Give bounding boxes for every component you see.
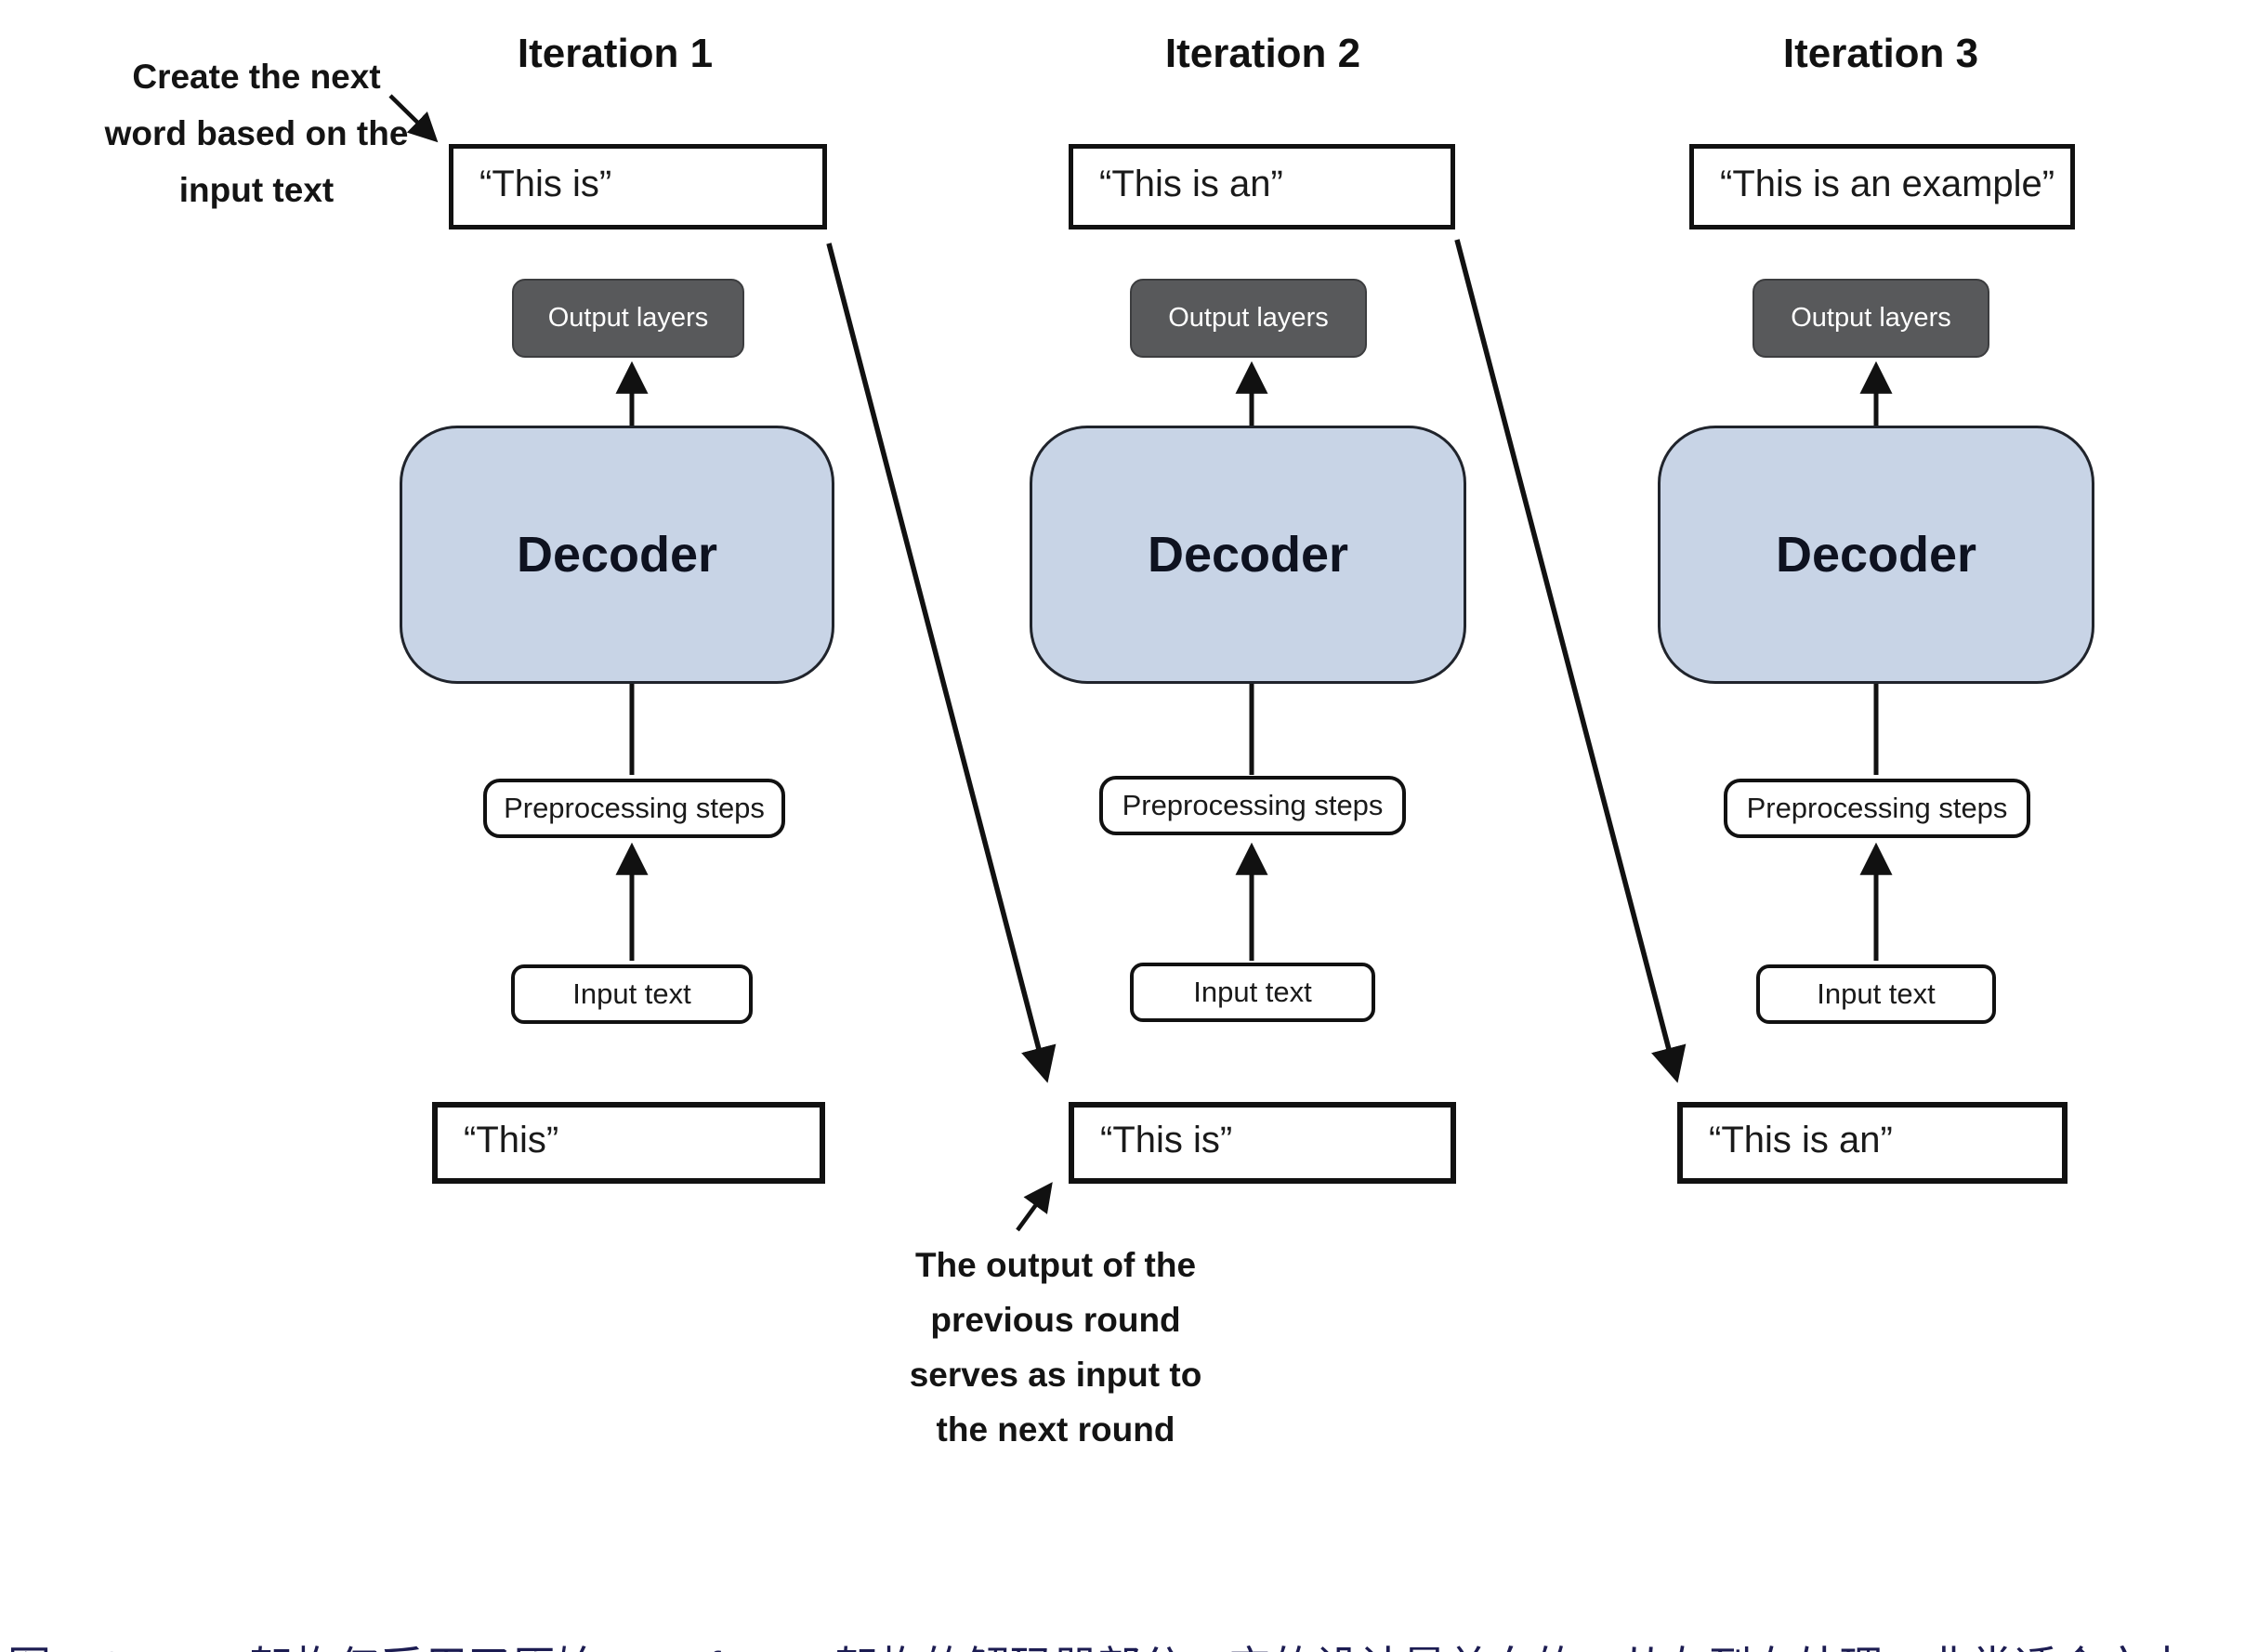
preprocessing-steps-label: Preprocessing steps [1746, 792, 2008, 824]
generated-text: “This is an” [1099, 163, 1283, 204]
input-string-box: “This is” [1069, 1102, 1456, 1184]
input-text-box: Input text [1130, 963, 1375, 1022]
annotation-line: previous round [930, 1301, 1181, 1339]
generated-text-box: “This is an” [1069, 144, 1455, 229]
input-text-box: Input text [511, 964, 753, 1024]
preprocessing-steps-box: Preprocessing steps [1724, 779, 2030, 838]
output-layers-box: Output layers [1130, 279, 1367, 358]
input-string: “This is an” [1709, 1119, 1893, 1160]
decoder-label: Decoder [1147, 527, 1349, 583]
annotation-line: The output of the [914, 1246, 1197, 1284]
input-text-label: Input text [1817, 977, 1936, 1010]
decoder-box: Decoder [400, 426, 834, 684]
decoder-label: Decoder [516, 527, 718, 583]
arrow-output2-to-input3 [1454, 239, 1687, 1083]
decoder-box: Decoder [1658, 426, 2094, 684]
preprocessing-steps-label: Preprocessing steps [504, 792, 765, 824]
annotation-line: serves as input to [909, 1356, 1202, 1394]
generated-text: “This is” [479, 163, 612, 204]
output-layers-box: Output layers [512, 279, 744, 358]
decoder-box: Decoder [1030, 426, 1466, 684]
decoder-label: Decoder [1775, 527, 1977, 583]
annotation-output-as-input: The output of the previous round serves … [888, 1238, 1223, 1457]
output-layers-label: Output layers [1168, 303, 1329, 333]
iteration-title: Iteration 1 [517, 31, 714, 76]
output-layers-label: Output layers [547, 303, 709, 333]
input-string: “This is” [1100, 1119, 1233, 1160]
annotation-line: the next round [936, 1410, 1175, 1449]
input-text-label: Input text [1193, 976, 1312, 1008]
input-text-box: Input text [1756, 964, 1996, 1024]
arrow-annotation-output-as-input [1016, 1182, 1053, 1232]
generated-text-box: “This is” [449, 144, 827, 229]
generated-text: “This is an example” [1720, 163, 2055, 204]
annotation-line: input text [178, 171, 335, 209]
input-string: “This” [464, 1119, 559, 1160]
output-layers-box: Output layers [1753, 279, 1989, 358]
input-string-box: “This” [432, 1102, 825, 1184]
annotation-create-next-word: Create the next word based on the input … [89, 48, 424, 218]
input-string-box: “This is an” [1677, 1102, 2068, 1184]
generated-text-box: “This is an example” [1689, 144, 2075, 229]
iteration-title: Iteration 3 [1782, 31, 1979, 76]
iteration-title: Iteration 2 [1164, 31, 1361, 76]
annotation-line: word based on the [104, 114, 409, 152]
preprocessing-steps-box: Preprocessing steps [483, 779, 785, 838]
figure-caption: 图 1.8 GPT 架构仅采用了原始Transformer架构的解码器部分。它的… [7, 1526, 2256, 1652]
annotation-line: Create the next [132, 58, 381, 96]
caption-line-1: 图 1.8 GPT 架构仅采用了原始Transformer架构的解码器部分。它的… [7, 1639, 2256, 1652]
arrow-output1-to-input2 [826, 243, 1057, 1083]
preprocessing-steps-box: Preprocessing steps [1099, 776, 1406, 835]
input-text-label: Input text [572, 977, 691, 1010]
output-layers-label: Output layers [1791, 303, 1951, 333]
preprocessing-steps-label: Preprocessing steps [1122, 789, 1384, 821]
